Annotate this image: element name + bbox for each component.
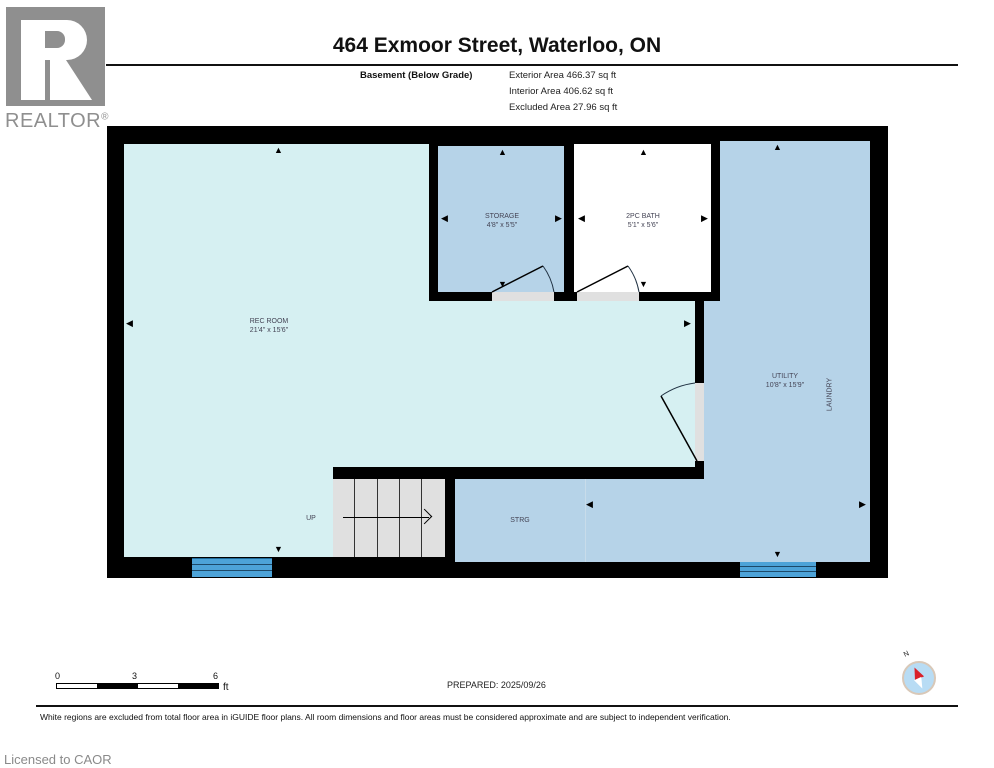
storage-door-opening: [492, 292, 554, 301]
page-title: 464 Exmoor Street, Waterloo, ON: [332, 34, 662, 57]
title-divider: [106, 64, 958, 66]
utility-door-opening: [695, 383, 704, 461]
dimension-arrow-icon: ◀: [578, 213, 585, 223]
utility-room: [720, 141, 870, 562]
license-text: Licensed to CAOR: [4, 752, 112, 767]
dimension-arrow-icon: ◀: [126, 318, 133, 328]
strg-label: STRG: [510, 517, 530, 524]
bath-room: [574, 144, 711, 292]
scale-tick-3: 3: [132, 671, 138, 681]
strg-room: [455, 479, 720, 562]
exterior-area: Exterior Area 466.37 sq ft: [509, 70, 617, 81]
realtor-logo-text: REALTOR®: [5, 110, 109, 132]
window: [192, 558, 272, 577]
dimension-arrow-icon: ▲: [639, 147, 648, 157]
interior-area: Interior Area 406.62 sq ft: [509, 86, 614, 97]
dimension-arrow-icon: ◀: [586, 499, 593, 509]
strg-divider: [585, 479, 586, 562]
stairs-up-label: UP: [306, 515, 316, 522]
dimension-arrow-icon: ▼: [639, 279, 648, 289]
scale-unit: ft: [223, 682, 229, 693]
dimension-arrow-icon: ▶: [684, 318, 691, 328]
realtor-logo-mark: [45, 31, 65, 48]
bath-door-opening: [577, 292, 639, 301]
door-swings: [542, 265, 696, 397]
realtor-logo-mark: [21, 20, 45, 100]
dimension-arrow-icon: ▲: [773, 142, 782, 152]
dimension-arrow-icon: ▲: [498, 147, 507, 157]
footer-divider: [36, 705, 958, 707]
rec-room: [429, 301, 695, 467]
disclaimer: White regions are excluded from total fl…: [40, 712, 731, 722]
dimension-arrow-icon: ◀: [441, 213, 448, 223]
stairs: [333, 479, 446, 557]
level-name: Basement (Below Grade): [360, 70, 473, 81]
interior-wall: [445, 467, 455, 562]
scale-tick-6: 6: [213, 671, 219, 681]
dimension-arrow-icon: ▶: [701, 213, 708, 223]
scale-tick-0: 0: [55, 671, 61, 681]
compass-icon: [902, 661, 936, 695]
dimension-arrow-icon: ▲: [274, 145, 283, 155]
laundry-label: LAUNDRY: [826, 377, 834, 412]
scale-bar: [56, 683, 219, 689]
compass-north-label: N: [902, 650, 911, 659]
dimension-arrow-icon: ▶: [859, 499, 866, 509]
dimension-arrow-icon: ▼: [274, 544, 283, 554]
interior-wall: [333, 467, 704, 479]
prepared-date: PREPARED: 2025/09/26: [447, 680, 546, 690]
storage-room: [438, 146, 564, 292]
dimension-arrow-icon: ▼: [773, 549, 782, 559]
dimension-arrow-icon: ▶: [555, 213, 562, 223]
realtor-logo-mark: [50, 60, 92, 100]
dimension-arrow-icon: ▼: [498, 279, 507, 289]
rec-room: [124, 467, 333, 557]
window: [740, 562, 816, 577]
excluded-area: Excluded Area 27.96 sq ft: [509, 102, 618, 113]
